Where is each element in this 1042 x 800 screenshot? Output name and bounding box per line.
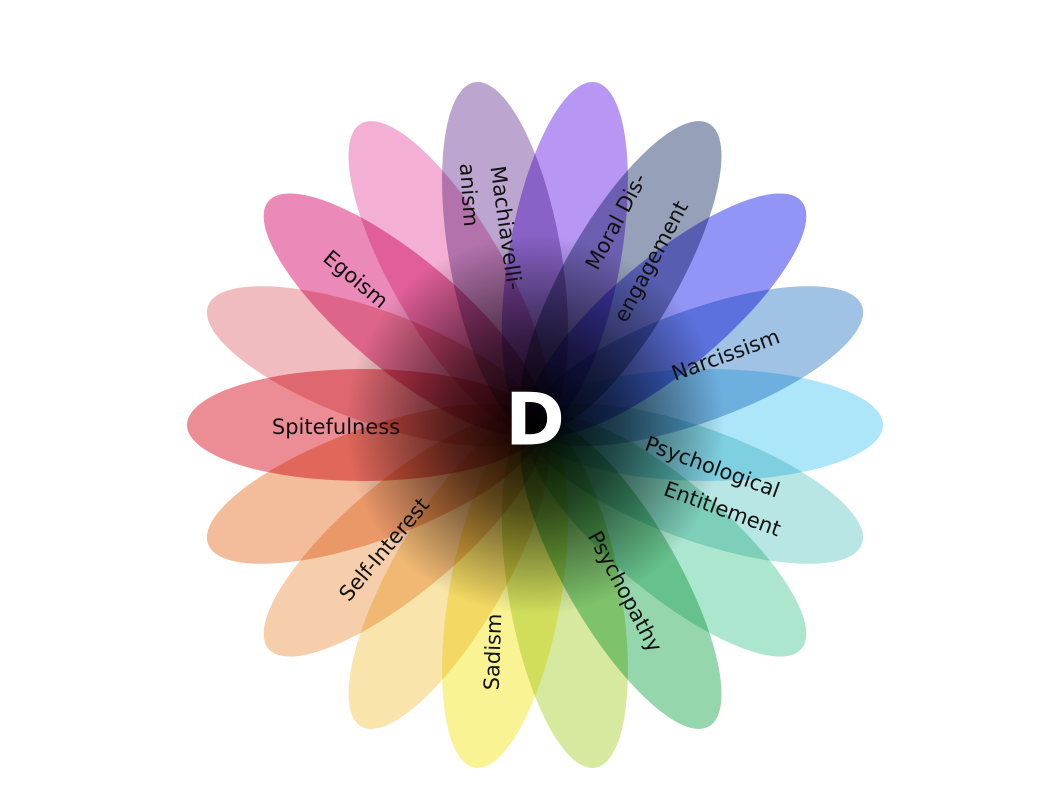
label-spitefulness: Spitefulness <box>272 415 400 439</box>
label-sadism: Sadism <box>480 613 507 691</box>
center-d-label: D <box>505 378 565 462</box>
label-machiavellianism-line2: anism <box>455 162 483 227</box>
dark-core <box>345 235 725 615</box>
